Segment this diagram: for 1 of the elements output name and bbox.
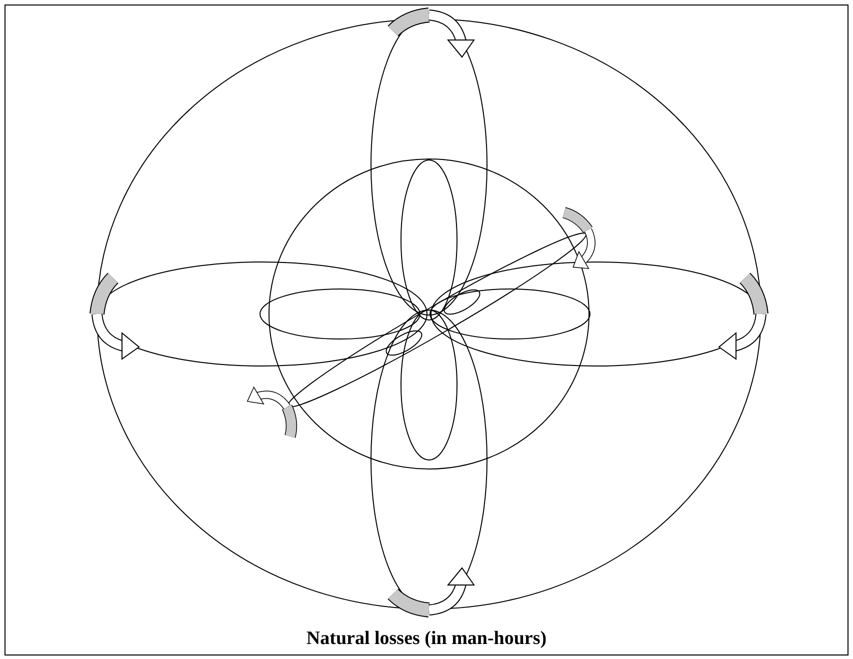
caption: Natural losses (in man-hours) xyxy=(306,628,547,650)
